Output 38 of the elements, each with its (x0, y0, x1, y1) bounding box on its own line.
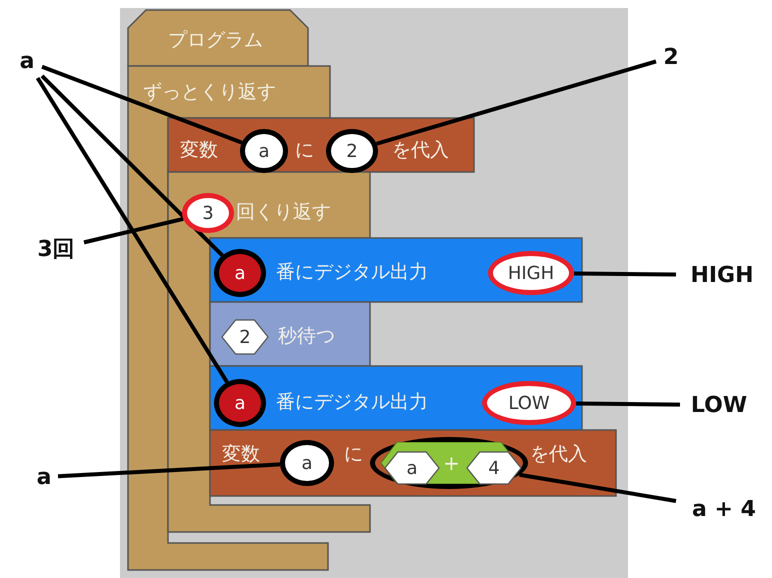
leader-line (84, 216, 184, 244)
leader-line (574, 271, 676, 277)
block-label: 変数 (180, 138, 218, 162)
code-block (210, 366, 582, 430)
callout-label: a (12, 44, 42, 78)
input-slot: 2 (222, 320, 268, 354)
code-block (210, 430, 616, 496)
leader-line (41, 64, 243, 144)
callout-label: HIGH (676, 258, 768, 292)
block-label: を代入 (392, 138, 449, 162)
callout-label: LOW (680, 388, 758, 422)
leader-line (40, 74, 224, 257)
block-label: 秒待つ (278, 324, 335, 348)
leader-line (576, 402, 680, 407)
highlighted-operator-block (370, 437, 528, 489)
block-label: 回くり返す (236, 200, 331, 224)
input-slot: 4 (467, 452, 521, 484)
callout-label: 2 (656, 40, 686, 74)
code-block (210, 302, 370, 366)
callout-label: 3回 (28, 232, 84, 266)
leader-line (36, 76, 229, 384)
block-label: を代入 (530, 442, 587, 466)
block-label: ずっとくり返す (143, 80, 276, 104)
callout-label: a (30, 460, 58, 494)
code-block (168, 118, 474, 172)
input-slot: a (385, 452, 439, 484)
operator-label: + (443, 451, 460, 475)
leader-line (376, 60, 657, 146)
leader-line (58, 462, 280, 478)
block-label: 番にデジタル出力 (276, 260, 428, 284)
leader-line (519, 472, 676, 503)
callout-label: a + 4 (676, 492, 772, 526)
code-block (210, 238, 582, 302)
block-label: に (344, 442, 363, 466)
block-label: に (295, 138, 314, 162)
block-label: 番にデジタル出力 (276, 390, 428, 414)
block-label: 変数 (222, 442, 260, 466)
block-label: プログラム (168, 28, 263, 52)
